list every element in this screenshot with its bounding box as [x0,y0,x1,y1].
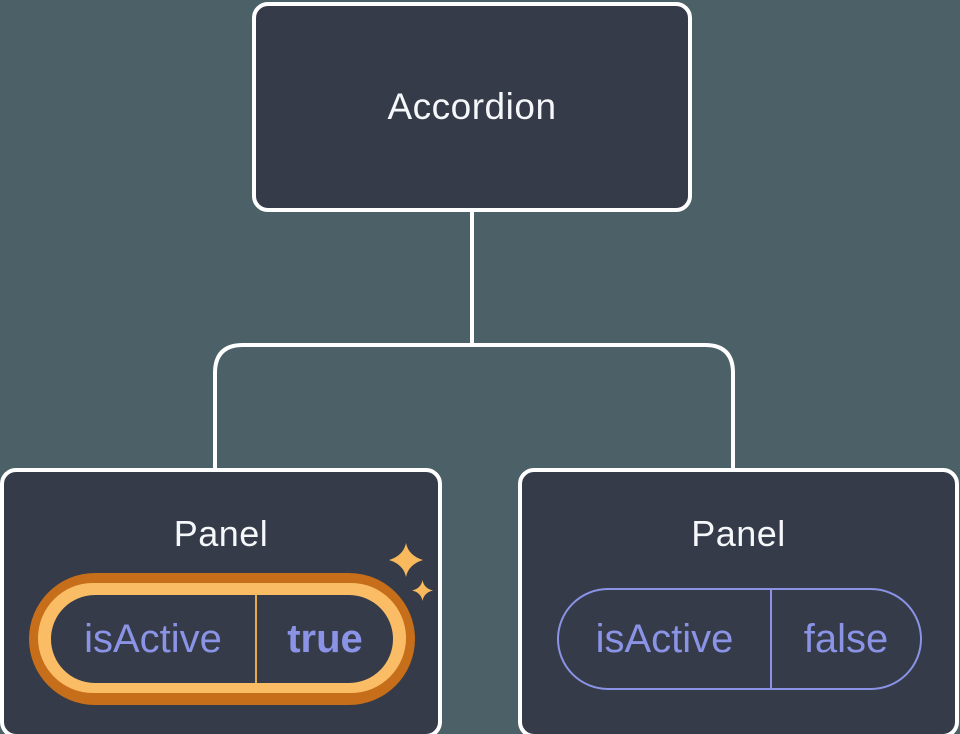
state-pill: isActive false [557,588,922,690]
state-key: isActive [595,616,734,661]
node-panel-inactive: Panel isActive false [518,468,959,734]
state-value: false [803,616,889,661]
node-label: Panel [173,513,269,554]
node-accordion: Accordion [252,2,692,212]
state-highlight-ring: isActive true [29,573,415,705]
state-key: isActive [84,616,222,661]
node-label: Accordion [387,86,557,127]
state-value: true [287,616,363,661]
state-divider [255,595,257,683]
node-label: Panel [691,513,786,554]
state-highlight-ring-inner: isActive true [38,583,406,693]
node-panel-active: Panel isActive true [0,468,442,734]
sparkles-icon [389,543,433,601]
state-pill: isActive true [51,595,393,683]
state-divider [770,590,772,688]
